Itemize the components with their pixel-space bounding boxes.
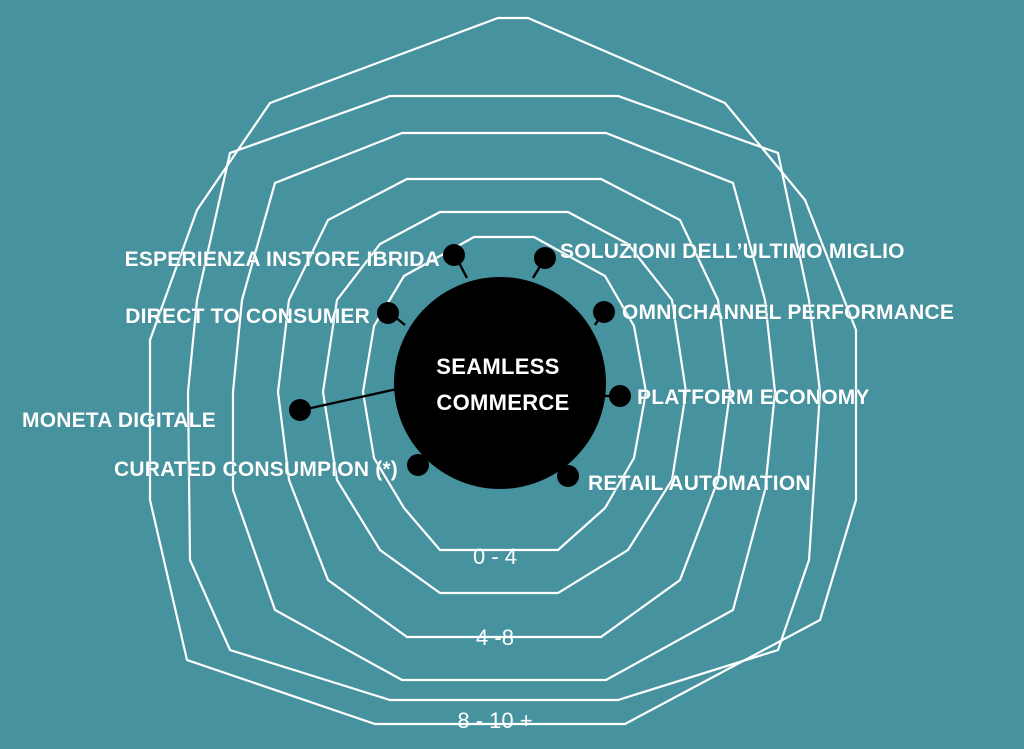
label-retail: RETAIL AUTOMATION (588, 472, 811, 495)
label-curated: CURATED CONSUMPION (*) (114, 458, 398, 481)
label-esperienza: ESPERIENZA INSTORE IBRIDA (125, 248, 440, 271)
hub-title-line2: COMMERCE (436, 390, 569, 415)
spokes-group (289, 244, 631, 487)
range-label-0: 0 - 4 (473, 544, 517, 569)
range-label-2: 8 - 10 + (457, 708, 532, 733)
label-omnichannel: OMNICHANNEL PERFORMANCE (622, 301, 954, 324)
label-platform: PLATFORM ECONOMY (637, 386, 870, 409)
ring-6 (148, 16, 858, 726)
range-labels: 0 - 4 4 -8 8 - 10 + (457, 544, 532, 733)
ring-group (148, 16, 858, 726)
dot-platform (609, 385, 631, 407)
dot-retail (557, 465, 579, 487)
dot-curated (407, 454, 429, 476)
label-moneta: MONETA DIGITALE (22, 409, 216, 432)
center-hub: SEAMLESS COMMERCE (394, 277, 606, 489)
dot-direct (377, 302, 399, 324)
dot-esperienza (443, 244, 465, 266)
hub-circle (394, 277, 606, 489)
dot-soluzioni (534, 247, 556, 269)
hub-title-line1: SEAMLESS (436, 354, 559, 379)
dot-omnichannel (593, 301, 615, 323)
dot-moneta (289, 399, 311, 421)
range-label-1: 4 -8 (476, 625, 514, 650)
label-direct: DIRECT TO CONSUMER (125, 305, 370, 328)
ring-1 (361, 235, 648, 552)
spoke-moneta (301, 387, 398, 412)
topic-labels: ESPERIENZA INSTORE IBRIDA SOLUZIONI DELL… (22, 240, 954, 496)
ring-3 (276, 177, 732, 639)
label-soluzioni: SOLUZIONI DELL’ULTIMO MIGLIO (560, 240, 905, 263)
ring-5 (186, 94, 822, 702)
ring-4 (231, 131, 777, 682)
ring-2 (321, 210, 688, 595)
